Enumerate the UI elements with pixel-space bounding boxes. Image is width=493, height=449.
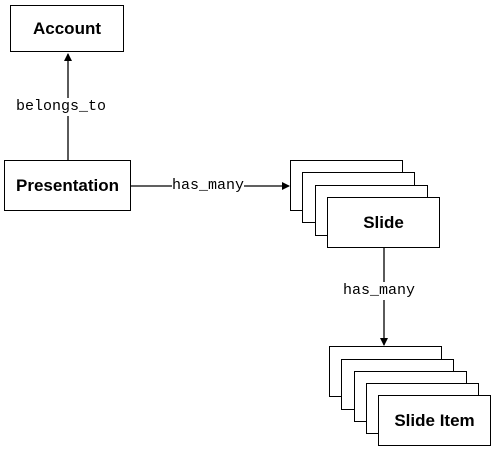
account-node-label: Account xyxy=(33,18,101,38)
presentation-node-label: Presentation xyxy=(16,175,119,195)
account-node: Account xyxy=(10,5,124,52)
slide-item-node: Slide Item xyxy=(378,395,491,446)
slide-node: Slide xyxy=(327,197,440,248)
slide-node-label: Slide xyxy=(363,212,404,232)
edge-label-belongs-to: belongs_to xyxy=(16,98,107,116)
presentation-node: Presentation xyxy=(4,160,131,211)
edge-label-presentation-has-many: has_many xyxy=(172,177,245,195)
edge-label-slide-has-many: has_many xyxy=(343,282,416,300)
slide-item-node-label: Slide Item xyxy=(394,410,475,430)
